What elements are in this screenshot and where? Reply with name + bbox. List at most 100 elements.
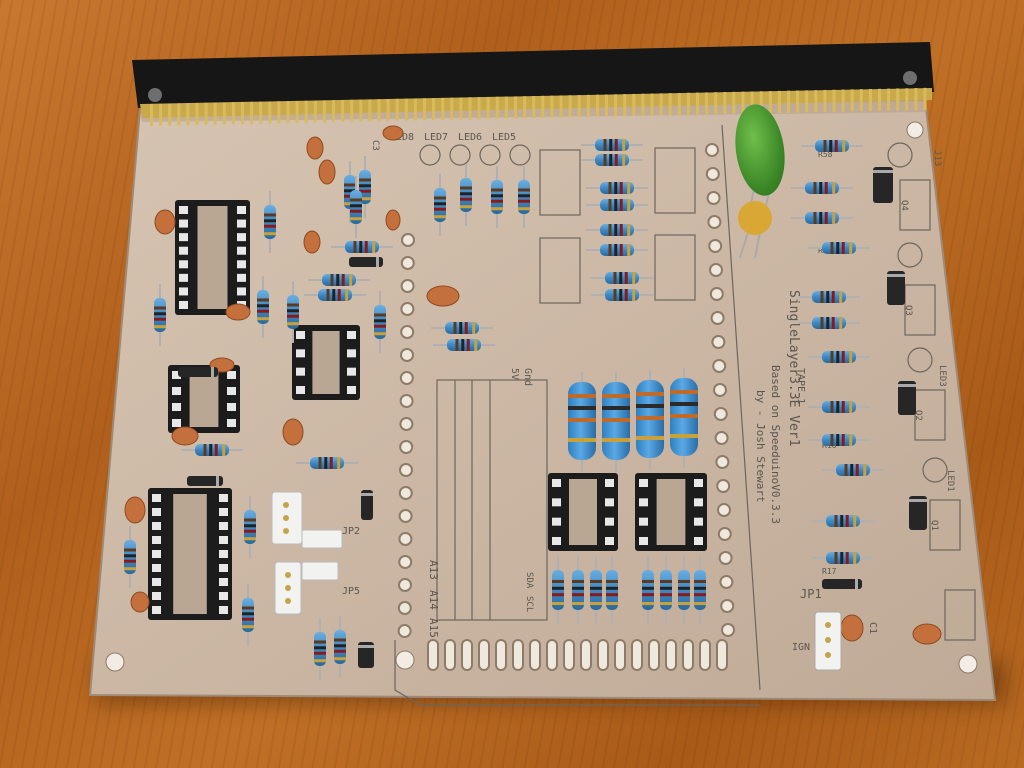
- resistor: [264, 191, 276, 253]
- solder-pad: [399, 394, 414, 408]
- resistor: [242, 584, 254, 646]
- header-pin: [277, 101, 281, 124]
- solder-pad: [400, 302, 415, 316]
- solder-pad: [707, 215, 722, 229]
- ic-socket: [168, 365, 240, 433]
- solder-pad: [710, 311, 725, 325]
- header-pin: [923, 87, 927, 110]
- header-pin: [231, 102, 235, 125]
- resistor: [433, 339, 495, 351]
- bus-label-scl: SCL: [524, 596, 534, 612]
- solder-pad: [711, 335, 726, 349]
- header-pin: [213, 102, 217, 125]
- resistor: [257, 276, 269, 338]
- ceramic-capacitor: [225, 303, 251, 321]
- header-pin: [204, 102, 208, 125]
- diode: [887, 271, 905, 305]
- resistor: [791, 212, 853, 224]
- solder-pad: [721, 623, 735, 637]
- resistor: [572, 556, 584, 624]
- ceramic-capacitor: [318, 159, 336, 185]
- solder-pad: [716, 479, 731, 493]
- bus-label-sda: SDA: [524, 572, 534, 589]
- bottom-pad-row: [427, 639, 728, 671]
- header-pin: [186, 103, 190, 126]
- resistor: [606, 556, 618, 624]
- ceramic-capacitor: [382, 125, 404, 141]
- header-pin: [541, 95, 545, 118]
- solder-pad: [398, 509, 413, 523]
- header-pin: [641, 93, 645, 116]
- header-pin: [477, 97, 481, 120]
- ceramic-capacitor: [303, 230, 321, 254]
- header-pin: [504, 96, 508, 119]
- pin-label-a13: A13: [427, 560, 440, 580]
- ref-label-q1: Q1: [929, 520, 939, 531]
- header-pin: [850, 89, 854, 112]
- header-pin: [286, 101, 290, 124]
- ref-label-r17: R17: [822, 567, 837, 576]
- bottom-pad: [665, 639, 677, 671]
- header-pin: [668, 93, 672, 116]
- header-pin: [823, 89, 827, 112]
- silkscreen-outlines: [394, 124, 976, 706]
- resistor: [590, 556, 602, 624]
- resistor: [491, 166, 503, 228]
- header-pin: [259, 101, 263, 124]
- header-pin: [495, 96, 499, 119]
- resistor: [334, 616, 346, 678]
- ceramic-capacitor: [171, 426, 199, 446]
- resistor: [586, 244, 648, 256]
- solder-pad: [398, 578, 412, 592]
- resistor: [434, 174, 446, 236]
- bottom-pad: [648, 639, 660, 671]
- ceramic-capacitor: [124, 496, 146, 524]
- solder-pad: [705, 143, 719, 157]
- led-label-2: LED7: [424, 132, 448, 143]
- bottom-pad: [427, 639, 439, 671]
- ic-socket: [635, 473, 707, 551]
- header-pin: [750, 91, 754, 114]
- header-pin: [632, 93, 636, 116]
- resistor: [591, 289, 653, 301]
- resistor: [296, 457, 358, 469]
- header-pin: [905, 88, 909, 111]
- header-pin: [195, 103, 199, 126]
- header-pin: [796, 90, 800, 113]
- header-pin: [841, 89, 845, 112]
- ceramic-capacitor: [840, 614, 864, 642]
- led-side-label-1: LED1: [945, 470, 955, 492]
- header-pin: [304, 100, 308, 123]
- header-pin: [468, 97, 472, 120]
- resistor: [586, 224, 648, 236]
- tantalum-capacitor: [738, 201, 772, 259]
- mounting-hole: [958, 654, 978, 674]
- ref-label-j13: J13: [932, 150, 942, 166]
- credit-line-1: Based on SpeeduinoV0.3.3: [769, 365, 782, 524]
- resistor: [308, 274, 370, 286]
- bottom-pad: [444, 639, 456, 671]
- ceramic-capacitor: [385, 209, 401, 231]
- jumper-label-jp2: JP2: [342, 526, 360, 537]
- resistor: [518, 166, 530, 228]
- solder-pad: [401, 233, 415, 247]
- bottom-pad: [682, 639, 694, 671]
- resistor: [808, 351, 870, 363]
- solder-pad: [719, 575, 734, 589]
- solder-pad: [718, 551, 733, 565]
- solder-pad: [706, 191, 721, 205]
- resistor: [350, 176, 362, 238]
- header-pin: [523, 96, 527, 119]
- header-pin: [514, 96, 517, 119]
- resistor: [812, 552, 874, 564]
- power-resistors: [568, 368, 698, 472]
- ceramic-capacitor: [426, 285, 460, 307]
- jumper-label-jp5: JP5: [342, 586, 360, 597]
- ic-socket: [292, 325, 360, 400]
- header-pin: [377, 99, 381, 122]
- edge-connector-header: [132, 42, 934, 126]
- resistor: [591, 272, 653, 284]
- ceramic-capacitors: [124, 125, 942, 645]
- resistor: [808, 401, 870, 413]
- diode: [358, 642, 374, 668]
